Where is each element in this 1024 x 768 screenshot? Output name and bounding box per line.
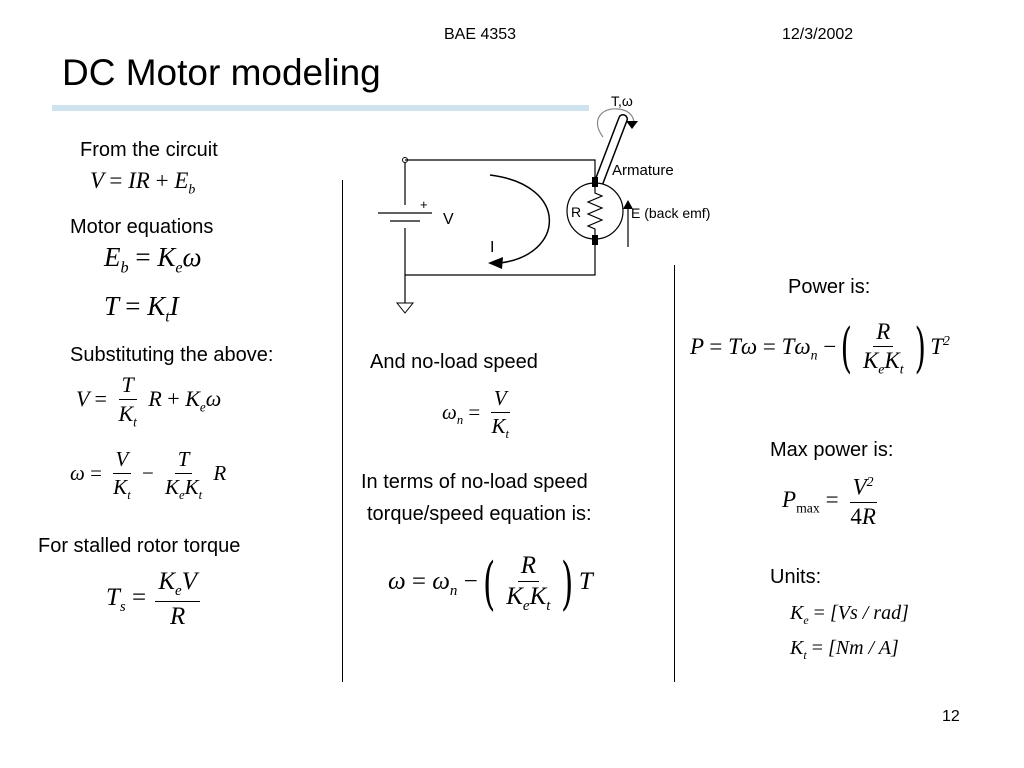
resistor-label: R: [571, 204, 581, 220]
ground-icon: [395, 302, 415, 314]
top-wire: [405, 159, 596, 181]
rotation-arc: [597, 108, 635, 138]
torque-speed-label: T,ω: [611, 93, 633, 109]
title-underline: [52, 105, 589, 111]
voltage-equation: V = IR + Eb: [90, 168, 196, 197]
divider-right: [674, 265, 675, 682]
substituting-label: Substituting the above:: [70, 344, 274, 366]
divider-left: [342, 180, 343, 682]
current-label: I: [490, 239, 494, 256]
stalled-torque-label: For stalled rotor torque: [38, 535, 241, 557]
max-power-label: Max power is:: [770, 439, 894, 461]
power-is-label: Power is:: [788, 276, 871, 298]
brush-bottom: [592, 235, 598, 245]
armature-label: Armature: [612, 162, 674, 179]
bottom-wire: [405, 241, 596, 276]
kt-units: Kt = [Nm / A]: [790, 637, 899, 662]
current-arrow: [489, 174, 551, 264]
in-terms-label-line2: torque/speed equation is:: [367, 503, 592, 525]
current-arrowhead: [488, 257, 503, 269]
back-emf-label: E (back emf): [631, 205, 710, 221]
course-label: BAE 4353: [444, 26, 517, 43]
page-title: DC Motor modeling: [62, 52, 381, 93]
no-load-speed-label: And no-load speed: [370, 351, 538, 373]
battery-plus-sign: +: [420, 197, 428, 212]
motor-equations-label: Motor equations: [70, 216, 214, 238]
rotation-arrowhead: [626, 121, 638, 129]
torque-equation: T = KtI: [104, 291, 179, 326]
in-terms-label-line1: In terms of no-load speed: [361, 471, 588, 493]
brush-top: [592, 177, 598, 187]
kt-units-value: [Nm / A]: [827, 637, 899, 659]
units-label: Units:: [770, 566, 822, 588]
ke-units-value: [Vs / rad]: [829, 602, 909, 624]
from-circuit-label: From the circuit: [80, 139, 218, 161]
circuit-diagram: + V I T,ω R Armature E (back emf): [378, 93, 710, 314]
back-emf-equation: Eb = Keω: [104, 242, 202, 277]
ke-units: Ke = [Vs / rad]: [790, 602, 909, 627]
date-label: 12/3/2002: [782, 26, 854, 43]
voltage-label: V: [443, 211, 454, 228]
resistor-icon: [586, 187, 604, 235]
page-number: 12: [942, 708, 960, 725]
shaft-fill: [593, 115, 627, 191]
emf-arrowhead: [623, 200, 633, 209]
